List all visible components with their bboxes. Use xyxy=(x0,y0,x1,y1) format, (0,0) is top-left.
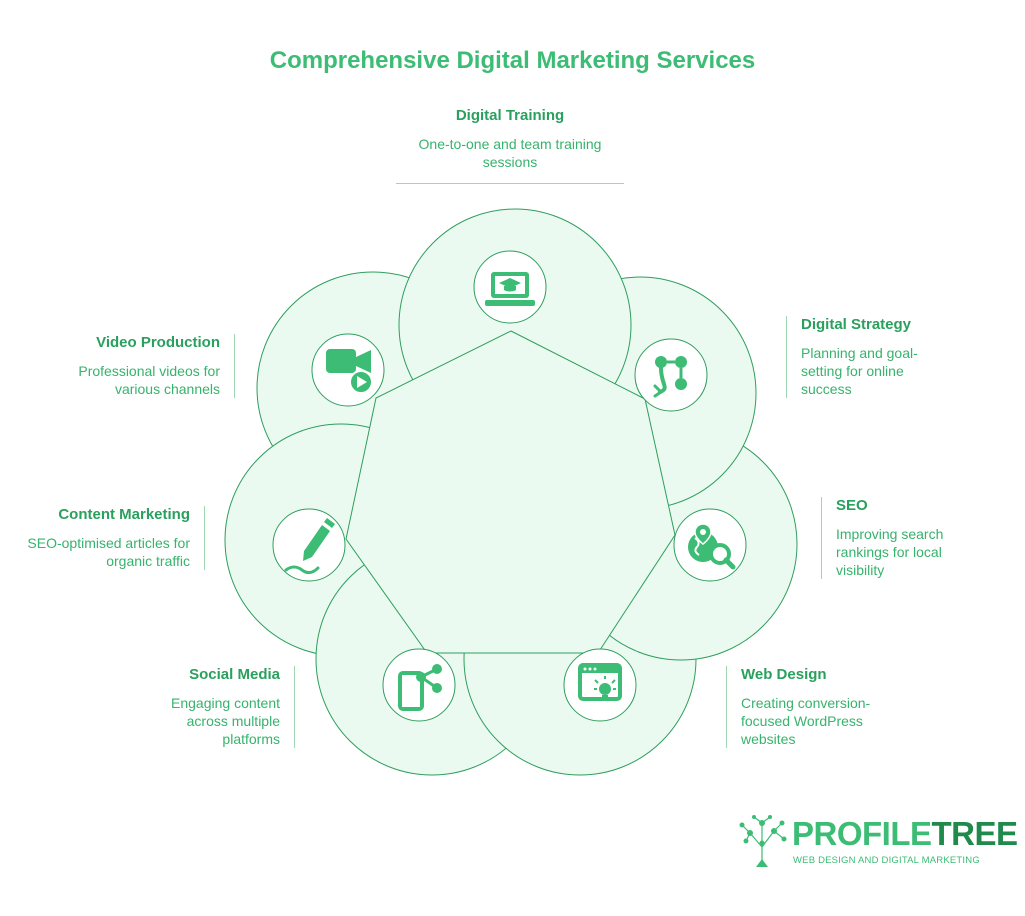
tree-logo-icon xyxy=(739,815,787,867)
brand-tagline: WEB DESIGN AND DIGITAL MARKETING xyxy=(793,855,980,866)
service-name: Content Marketing xyxy=(58,506,190,523)
service-web-design: Web Design Creating conversion-focused W… xyxy=(726,666,886,748)
video-camera-play-icon xyxy=(326,349,373,394)
badge-digital-strategy xyxy=(634,338,708,412)
pen-writing-icon xyxy=(284,518,335,575)
brand-logo: PROFILETREE WEB DESIGN AND DIGITAL MARKE… xyxy=(736,813,1018,873)
page-title: Comprehensive Digital Marketing Services xyxy=(269,47,756,74)
route-path-icon xyxy=(653,356,687,398)
service-social-media: Social Media Engaging content across mul… xyxy=(150,666,295,748)
service-description: Improving search rankings for local visi… xyxy=(836,526,944,578)
service-name: Digital Training xyxy=(455,107,565,124)
service-name: Video Production xyxy=(96,334,220,351)
service-name: Web Design xyxy=(741,666,827,683)
service-description: Engaging content across multiple platfor… xyxy=(171,695,280,747)
service-description: One-to-one and team training sessions xyxy=(418,136,602,170)
globe-search-icon xyxy=(688,523,736,570)
service-digital-strategy: Digital Strategy Planning and goal-setti… xyxy=(786,316,941,398)
brand-name: PROFILETREE xyxy=(792,816,1018,852)
service-name: Digital Strategy xyxy=(801,316,912,333)
service-video-production: Video Production Professional videos for… xyxy=(50,334,235,398)
service-name: Social Media xyxy=(189,666,280,683)
service-description: Planning and goal-setting for online suc… xyxy=(801,345,918,397)
service-content-marketing: Content Marketing SEO-optimised articles… xyxy=(20,506,205,570)
service-name: SEO xyxy=(836,497,868,514)
service-description: Creating conversion-focused WordPress we… xyxy=(741,695,871,747)
badge-web-design xyxy=(563,648,637,722)
service-digital-training: Digital Training One-to-one and team tra… xyxy=(396,107,624,184)
service-description: SEO-optimised articles for organic traff… xyxy=(27,535,190,569)
phone-share-icon xyxy=(398,664,442,711)
center-heptagon xyxy=(345,330,676,654)
browser-lightbulb-icon xyxy=(578,663,622,701)
service-seo: SEO Improving search rankings for local … xyxy=(821,497,971,579)
brand-name-part1: PROFILE xyxy=(792,815,932,852)
brand-name-part2: TREE xyxy=(931,815,1019,852)
service-description: Professional videos for various channels xyxy=(78,363,220,397)
laptop-graduation-icon xyxy=(485,272,535,306)
